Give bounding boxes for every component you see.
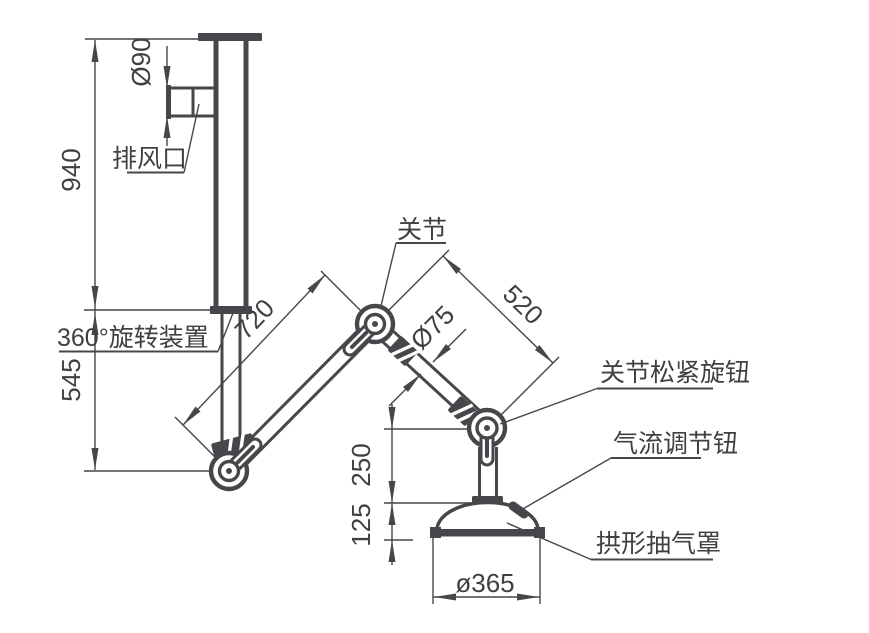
main-duct-right-wall	[243, 41, 249, 307]
leader-line	[506, 522, 592, 561]
elbow-joint-right	[466, 407, 508, 467]
ceiling-mount	[166, 33, 262, 307]
ceiling-flange	[198, 33, 262, 41]
arrowhead	[388, 503, 396, 525]
arrowhead	[388, 540, 396, 562]
lower-arm	[231, 324, 375, 469]
joint-pin	[372, 321, 378, 327]
joint-pin	[484, 425, 490, 431]
exhaust-outlet	[166, 85, 214, 119]
extension-line	[388, 249, 450, 311]
arrowhead	[307, 275, 325, 294]
dim-720-text: 720	[229, 293, 281, 345]
dim-940-text: 940	[56, 148, 86, 191]
dim-545-text: 545	[56, 358, 86, 401]
joint-clamp-slot	[350, 331, 368, 349]
arrowhead	[163, 66, 171, 88]
leader-line	[183, 103, 200, 173]
rotation-device	[210, 306, 252, 314]
dim-outlet-diameter: Ø90	[126, 37, 171, 146]
lower-arm-body	[232, 325, 374, 468]
elbow-joint-middle	[342, 303, 396, 357]
clamp-band	[388, 336, 420, 366]
arched-hood-label: 拱形抽气罩	[596, 530, 721, 558]
joint-tension-knob-label: 关节松紧旋钮	[600, 359, 750, 387]
arrowhead	[388, 407, 396, 429]
joint-clamp-slot	[236, 445, 255, 464]
dim-940-545: 940 545	[56, 38, 212, 472]
rotation-device-label: 360°旋转装置	[57, 324, 209, 352]
lower-arm-edge	[242, 335, 375, 469]
joint-label: 关节	[397, 216, 447, 244]
airflow-knob-label: 气流调节钮	[613, 430, 738, 458]
arrowhead	[91, 286, 99, 308]
callout-exhaust-outlet: 排风口	[112, 103, 200, 174]
callout-joint: 关节	[380, 216, 447, 307]
dimension-line	[182, 274, 326, 426]
leader-line	[380, 242, 397, 307]
arrowhead	[91, 40, 99, 62]
dim-125-text: 125	[346, 503, 376, 546]
dim-o365-text: ø365	[455, 568, 514, 598]
arrowhead	[91, 313, 99, 335]
elbow-joint-lower-left	[208, 437, 263, 492]
callout-rotation-device: 360°旋转装置	[57, 312, 234, 353]
hood-dome	[435, 500, 540, 531]
arrowhead	[535, 345, 553, 363]
leader-line	[217, 312, 234, 352]
exhaust-outlet-label: 排风口	[112, 145, 187, 173]
dim-520-text: 520	[497, 279, 549, 331]
callout-airflow-knob: 气流调节钮	[520, 430, 738, 511]
main-duct-left-wall	[213, 41, 219, 307]
dimension-line	[442, 255, 554, 364]
callout-joint-tension-knob: 关节松紧旋钮	[499, 359, 750, 425]
hood-assembly	[430, 447, 545, 538]
extension-line	[498, 356, 560, 418]
arrowhead	[403, 374, 421, 392]
arrowhead	[443, 256, 461, 274]
outlet-flange	[166, 85, 171, 119]
arrowhead	[183, 406, 201, 425]
clamp-stripe	[450, 403, 474, 417]
arrowhead	[517, 593, 539, 601]
clamp-stripe	[396, 349, 420, 363]
lower-arm-edge	[231, 324, 364, 458]
arrowhead	[388, 481, 396, 503]
dim-hood-diameter: ø365	[432, 538, 541, 604]
arrowhead	[91, 448, 99, 470]
arrowhead	[433, 344, 451, 362]
dim-250-text: 250	[346, 443, 376, 486]
arrowhead	[163, 116, 171, 138]
arrowhead	[434, 593, 456, 601]
clamp-stripe	[390, 343, 414, 357]
dim-o90-text: Ø90	[126, 37, 156, 86]
extension-line	[320, 270, 362, 312]
leader-line	[520, 457, 612, 511]
callout-arched-hood: 拱形抽气罩	[506, 522, 721, 561]
airflow-knob	[508, 501, 529, 519]
drop-tube	[220, 314, 242, 456]
hood-rim	[432, 529, 543, 537]
joint-pin	[226, 468, 232, 474]
dim-250-125: 250 125	[346, 404, 476, 565]
leader-line	[499, 387, 598, 425]
extension-line	[174, 416, 216, 458]
